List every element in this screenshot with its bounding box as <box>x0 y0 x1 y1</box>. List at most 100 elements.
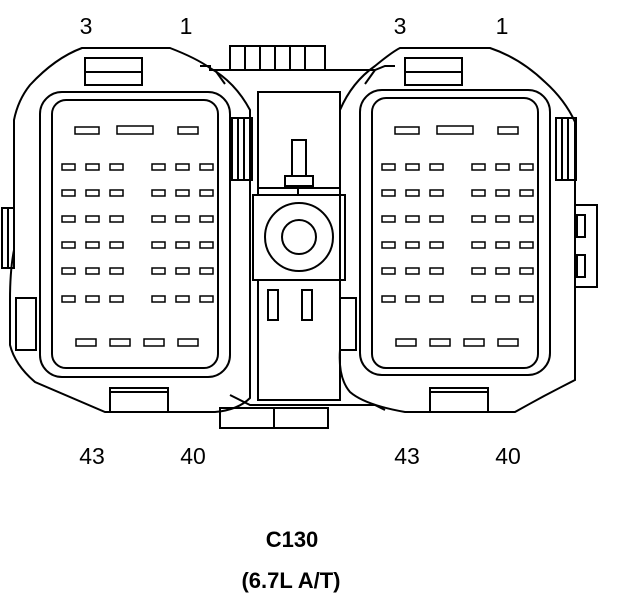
pin-cavity <box>381 295 396 303</box>
pin-cavity <box>175 267 190 275</box>
pin-cavity <box>381 241 396 249</box>
pin-cavity <box>151 163 166 171</box>
pin-cavity <box>471 241 486 249</box>
pin-cavity <box>61 163 76 171</box>
right-cavity-outer <box>359 89 551 376</box>
pin-cavity <box>85 189 100 197</box>
pin-cavity <box>381 163 396 171</box>
pin-cavity <box>199 163 214 171</box>
right-bottom-label-40: 40 <box>495 443 521 469</box>
connector-id: C130 <box>266 527 319 552</box>
left-bottom-label-43: 43 <box>79 443 105 469</box>
pin-cavity <box>61 215 76 223</box>
bottom-bridge <box>229 394 386 411</box>
left-top-label-3: 3 <box>80 13 93 39</box>
left-cavity-inner <box>51 99 219 369</box>
pin-cavity <box>175 241 190 249</box>
pin-cavity <box>519 267 534 275</box>
pin-cavity <box>199 189 214 197</box>
pin-cavity <box>495 295 510 303</box>
pin-cavity <box>405 295 420 303</box>
right-bottom-label-43: 43 <box>394 443 420 469</box>
pin-cavity <box>381 267 396 275</box>
bolt-outer <box>264 202 334 272</box>
pin-cavity <box>519 189 534 197</box>
pin-cavity <box>405 189 420 197</box>
left-top-label-1: 1 <box>180 13 193 39</box>
pin-cavity <box>151 189 166 197</box>
pin-cavity-bottom <box>497 338 519 347</box>
pin-cavity <box>381 189 396 197</box>
pin-cavity-bottom <box>395 338 417 347</box>
pin-cavity-top <box>74 126 100 135</box>
pin-cavity <box>85 215 100 223</box>
pin-cavity-bottom <box>109 338 131 347</box>
left-side-lock <box>231 117 253 181</box>
left-connector <box>1 47 253 413</box>
pin-cavity <box>519 215 534 223</box>
pin-cavity <box>405 267 420 275</box>
left-pin-grid <box>61 125 214 347</box>
pin-cavity <box>61 189 76 197</box>
locking-post <box>291 139 307 177</box>
pin-cavity <box>175 215 190 223</box>
pin-cavity <box>495 267 510 275</box>
right-side-nub <box>339 297 357 351</box>
pin-cavity <box>175 163 190 171</box>
left-bottom-label-40: 40 <box>180 443 206 469</box>
pin-cavity <box>471 267 486 275</box>
pin-cavity <box>85 241 100 249</box>
left-outer-shell <box>9 47 251 413</box>
right-pin-grid <box>381 125 534 347</box>
pin-cavity <box>61 267 76 275</box>
pin-cavity <box>471 295 486 303</box>
pin-cavity-bottom <box>429 338 451 347</box>
pin-cavity-bottom <box>177 338 199 347</box>
pin-cavity-top-wide <box>116 125 154 135</box>
left-cavity-outer <box>39 91 231 378</box>
pin-cavity <box>495 163 510 171</box>
bolt-housing <box>252 194 346 281</box>
pin-cavity <box>495 241 510 249</box>
pin-cavity <box>405 241 420 249</box>
pin-cavity-bottom <box>463 338 485 347</box>
pin-cavity <box>429 241 444 249</box>
pin-cavity <box>519 241 534 249</box>
pin-cavity <box>109 189 124 197</box>
pin-cavity <box>85 295 100 303</box>
pin-cavity <box>85 163 100 171</box>
pin-cavity <box>199 215 214 223</box>
right-side-lock <box>555 117 577 181</box>
bolt-inner <box>281 219 317 255</box>
pin-cavity <box>175 189 190 197</box>
pin-cavity <box>429 295 444 303</box>
pin-cavity <box>85 267 100 275</box>
pin-cavity <box>151 241 166 249</box>
pin-cavity <box>495 189 510 197</box>
pin-cavity <box>405 215 420 223</box>
pin-cavity <box>151 267 166 275</box>
left-bottom-tab <box>109 387 169 413</box>
pin-cavity <box>429 215 444 223</box>
pin-cavity <box>151 215 166 223</box>
connector-variant: (6.7L A/T) <box>241 568 340 593</box>
right-top-label-1: 1 <box>496 13 509 39</box>
pin-cavity <box>429 163 444 171</box>
pin-cavity-top <box>177 126 199 135</box>
pin-cavity <box>199 241 214 249</box>
pin-cavity <box>109 295 124 303</box>
pin-cavity <box>519 163 534 171</box>
pin-cavity <box>109 241 124 249</box>
pin-cavity-bottom <box>143 338 165 347</box>
left-side-nub <box>15 297 37 351</box>
pin-cavity <box>199 267 214 275</box>
pin-cavity <box>61 295 76 303</box>
lower-tab-left <box>267 289 279 321</box>
pin-cavity <box>199 295 214 303</box>
pin-cavity <box>61 241 76 249</box>
pin-cavity <box>471 189 486 197</box>
right-outer-shell <box>338 47 576 413</box>
pin-cavity <box>495 215 510 223</box>
pin-cavity-top <box>394 126 420 135</box>
